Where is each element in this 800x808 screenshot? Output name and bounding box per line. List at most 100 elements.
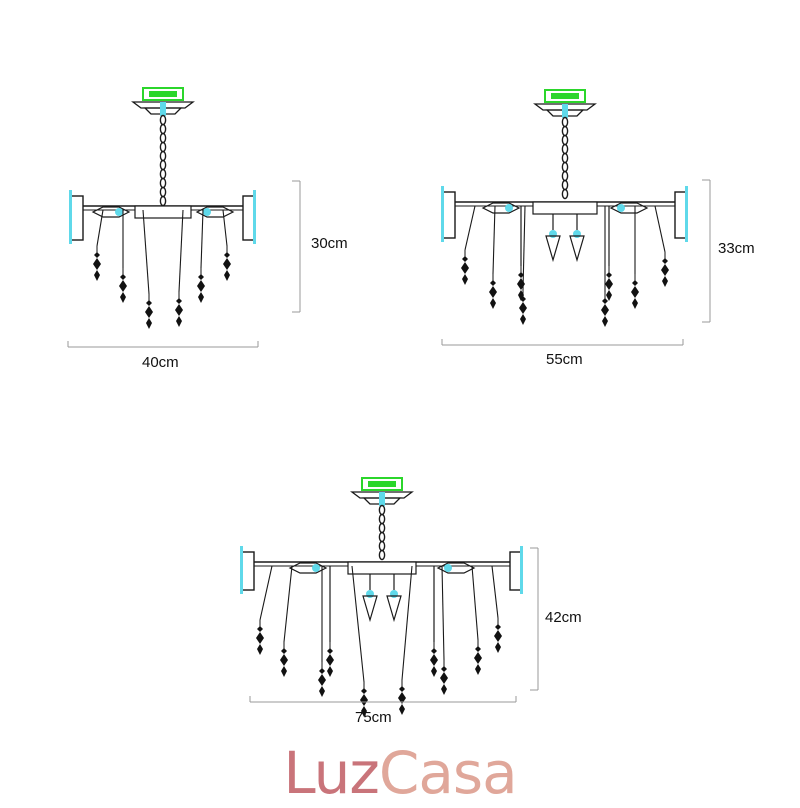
crystal-bead — [175, 304, 183, 316]
crystal-drop — [94, 270, 100, 281]
width-label-large: 75cm — [355, 709, 392, 726]
crystal-bead — [661, 264, 669, 276]
crystal-drop — [361, 706, 367, 717]
lamp-bulb — [549, 230, 557, 238]
crystal-string — [464, 205, 476, 251]
crystal-drop — [257, 644, 263, 655]
crystal-bead — [146, 300, 152, 306]
lamp-bulb — [573, 230, 581, 238]
brand-logo-part1: Luz — [283, 739, 379, 807]
canopy-mark — [361, 477, 403, 491]
crystal-bead — [197, 280, 205, 292]
crystal-bead — [606, 272, 612, 278]
canopy-mark-fill — [149, 91, 177, 97]
chain-link — [159, 123, 167, 135]
chain-link — [378, 504, 386, 516]
canopy-glass — [160, 102, 166, 116]
canopy — [533, 103, 597, 111]
center-box — [532, 201, 598, 215]
end-panel — [442, 191, 456, 239]
crystal-string — [492, 205, 496, 275]
crystal-drop — [120, 292, 126, 303]
crystal-string — [522, 205, 526, 291]
crystal-drop — [518, 290, 524, 301]
crystal-bead — [280, 654, 288, 666]
end-panel-glass — [253, 190, 256, 244]
crystal-string — [178, 209, 184, 293]
crystal-drop — [602, 316, 608, 327]
chain-link — [378, 531, 386, 543]
crystal-bead — [602, 298, 608, 304]
crystal-bead — [398, 692, 406, 704]
crystal-string — [441, 565, 445, 661]
crystal-bead — [441, 666, 447, 672]
crystal-bead — [319, 668, 325, 674]
height-label-large: 42cm — [545, 609, 582, 626]
lamp-bulb — [444, 564, 452, 572]
crystal-drop — [441, 684, 447, 695]
crystal-bead — [326, 654, 334, 666]
end-panel-glass — [441, 186, 444, 242]
lamp-shade — [195, 206, 235, 218]
crystal-drop — [198, 292, 204, 303]
crystal-string — [96, 209, 104, 247]
canopy — [131, 101, 195, 109]
canopy-mark-fill — [551, 93, 579, 99]
crystal-drop — [606, 290, 612, 301]
crystal-bead — [518, 272, 524, 278]
canopy-glass — [562, 104, 568, 118]
crystal-bead — [119, 280, 127, 292]
crystal-bead — [176, 298, 182, 304]
crystal-drop — [176, 316, 182, 327]
crystal-string — [351, 565, 365, 683]
chain-link — [159, 177, 167, 189]
crystal-drop — [319, 686, 325, 697]
brand-logo-part2: Casa — [378, 739, 518, 807]
chain-link — [561, 179, 569, 191]
chain-link — [561, 152, 569, 164]
crystal-bead — [440, 672, 448, 684]
lamp-bulb — [390, 590, 398, 598]
lamp-shade — [386, 595, 402, 623]
crystal-bead — [94, 252, 100, 258]
crystal-string — [471, 565, 479, 641]
crystal-bead — [256, 632, 264, 644]
crystal-bead — [631, 286, 639, 298]
chain-link — [378, 549, 386, 561]
crystal-bead — [431, 648, 437, 654]
crystal-bead — [662, 258, 668, 264]
canopy-mark — [142, 87, 184, 101]
chandelier-small — [67, 87, 301, 348]
crystal-bead — [145, 306, 153, 318]
chain-link — [561, 161, 569, 173]
crystal-drop — [495, 642, 501, 653]
crystal-bead — [475, 646, 481, 652]
height-label-medium: 33cm — [718, 240, 755, 257]
canopy-base — [143, 107, 183, 115]
chain-link — [159, 114, 167, 126]
lamp-bulb — [115, 208, 123, 216]
crystal-bead — [430, 654, 438, 666]
end-panel-glass — [240, 546, 243, 594]
chandelier-medium — [441, 89, 711, 346]
chain-link — [159, 132, 167, 144]
crystal-bead — [198, 274, 204, 280]
chain-link — [159, 159, 167, 171]
crystal-bead — [494, 630, 502, 642]
lamp-shade — [288, 562, 328, 574]
crystal-drop — [662, 276, 668, 287]
crystal-bead — [495, 624, 501, 630]
center-box — [134, 205, 192, 219]
crystal-bead — [489, 286, 497, 298]
end-panel-glass — [685, 186, 688, 242]
chain-link — [159, 195, 167, 207]
chain-link — [378, 540, 386, 552]
end-panel-glass — [520, 546, 523, 594]
lamp-shade — [545, 235, 561, 263]
end-panel-glass — [69, 190, 72, 244]
canopy-base — [545, 109, 585, 117]
chain-link — [561, 125, 569, 137]
canopy — [350, 491, 414, 499]
lamp-bulb — [312, 564, 320, 572]
